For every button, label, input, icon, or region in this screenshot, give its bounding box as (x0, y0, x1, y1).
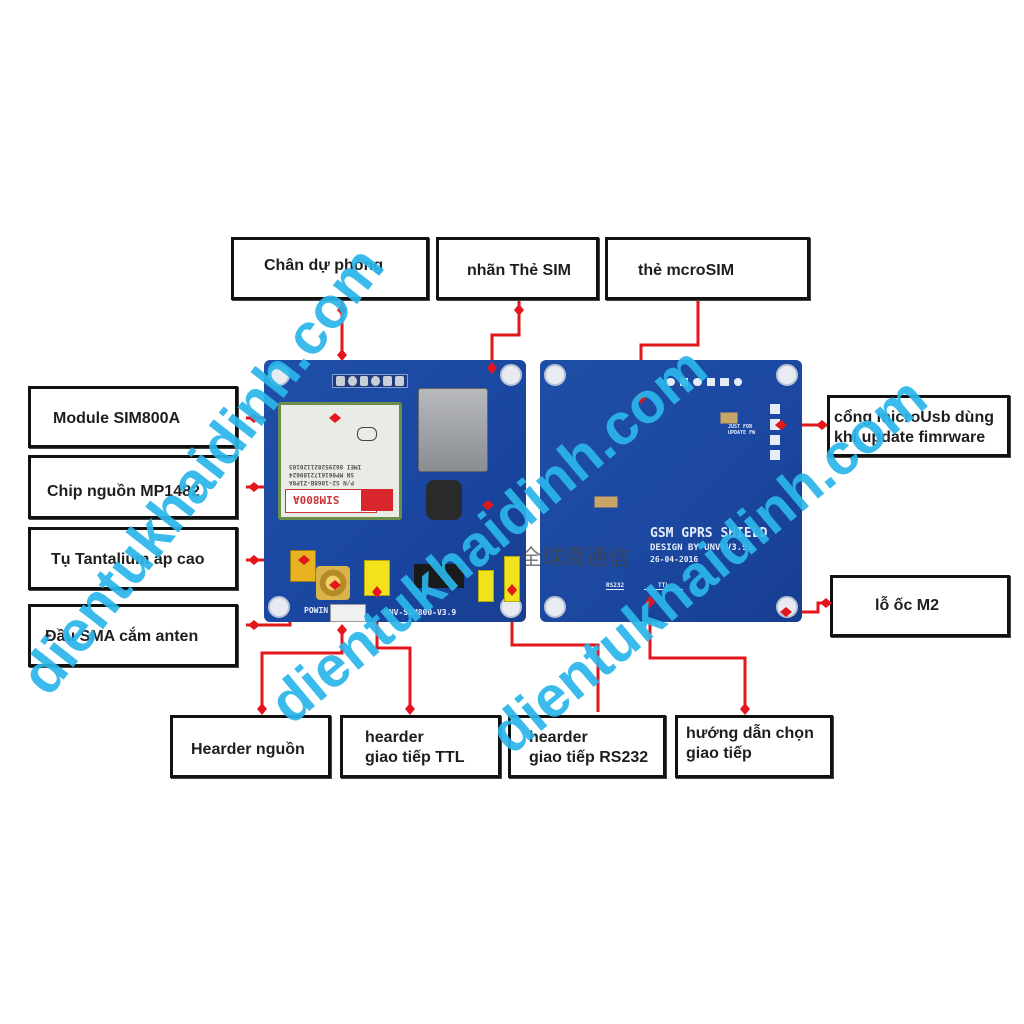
label-huong-dan: hướng dẫn chọn giao tiếp (675, 715, 833, 778)
label-text: lỗ ốc M2 (875, 597, 940, 614)
label-tu-tantalium: Tụ Tantalium áp cao (28, 527, 238, 590)
label-text: hearder giao tiếp RS232 (529, 729, 649, 766)
m2-screw-hole (776, 596, 798, 618)
label-microusb: cổng microUsb dùng khi update fimrware (827, 395, 1010, 457)
shield-date: 26-04-2016 (650, 555, 699, 564)
mounting-hole (268, 596, 290, 618)
pow-label: POWIN (304, 606, 329, 615)
label-text: Chip nguồn MP1482 (47, 483, 200, 500)
mounting-hole (544, 364, 566, 386)
label-the-microsim: thẻ mcroSIM (605, 237, 810, 300)
ttl-silk: TTL (644, 582, 683, 590)
label-nhan-the-sim: nhãn Thẻ SIM (436, 237, 599, 300)
line-header-nguon (260, 630, 344, 712)
label-text: Module SIM800A (53, 410, 181, 427)
power-inductor (426, 480, 462, 520)
mounting-hole (500, 364, 522, 386)
mounting-hole (544, 596, 566, 618)
pcb-back-board: JUST FOR UPDATE FW GSM GPRS SHIELD DESIG… (540, 360, 802, 622)
label-text: Tụ Tantalium áp cao (51, 551, 205, 568)
label-text: cổng microUsb dùng khi update fimrware (834, 409, 994, 446)
label-text: hearder giao tiếp TTL (365, 729, 465, 766)
ic-chip (414, 564, 464, 588)
sma-connector (316, 566, 350, 600)
rs232-silk: RS232 (606, 582, 625, 590)
pcb-front-board: IMEI 862952021120103 SN MP0616172180624 … (264, 360, 526, 622)
update-note: JUST FOR UPDATE FW (728, 424, 756, 436)
label-header-ttl: hearder giao tiếp TTL (340, 715, 501, 778)
shield-design: DESIGN BY UNV-V3.91 (650, 543, 753, 553)
mounting-hole (776, 364, 798, 386)
line-huong-dan (648, 602, 747, 712)
label-text: thẻ mcroSIM (638, 262, 735, 279)
chinese-watermark: 全球鹰通信 (520, 546, 631, 571)
module-label: SIM800A (293, 493, 340, 506)
line-nhan-the-sim (490, 300, 521, 368)
board-version-label: UNV-SIM800-V3.9 (384, 608, 457, 617)
microusb-pads (770, 404, 780, 460)
mounting-hole (268, 364, 290, 386)
tantalum-capacitor (290, 550, 316, 582)
label-chip-nguon: Chip nguồn MP1482 (28, 455, 238, 519)
power-header (330, 604, 366, 622)
label-text: Chân dự phòng (264, 257, 384, 274)
spare-pin-header (332, 374, 408, 388)
label-module-sim800a: Module SIM800A (28, 386, 238, 448)
label-lo-oc-m2: lỗ ốc M2 (830, 575, 1010, 637)
shield-title: GSM GPRS SHIELD (650, 526, 768, 541)
pad-row (666, 378, 742, 386)
label-text: Đầu SMA cắm anten (45, 628, 199, 645)
sim-card-holder (418, 388, 488, 472)
label-header-nguon: Hearder nguồn (170, 715, 331, 778)
rs232-header-small (478, 570, 494, 602)
module-info-line: P/N S2-1068B-Z1P0A (289, 479, 355, 486)
label-text: hướng dẫn chọn giao tiếp (686, 725, 814, 762)
sim800a-module: IMEI 862952021120103 SN MP0616172180624 … (278, 402, 402, 520)
label-text: nhãn Thẻ SIM (467, 262, 571, 279)
label-chan-du-phong: Chân dự phòng (231, 237, 429, 300)
module-info-line: SN MP0616172180624 (289, 471, 355, 478)
label-dau-sma: Đầu SMA cắm anten (28, 604, 238, 667)
module-info-line: IMEI 862952021120103 (289, 463, 362, 470)
label-header-rs232: hearder giao tiếp RS232 (508, 715, 666, 778)
label-text: Hearder nguồn (191, 741, 305, 758)
